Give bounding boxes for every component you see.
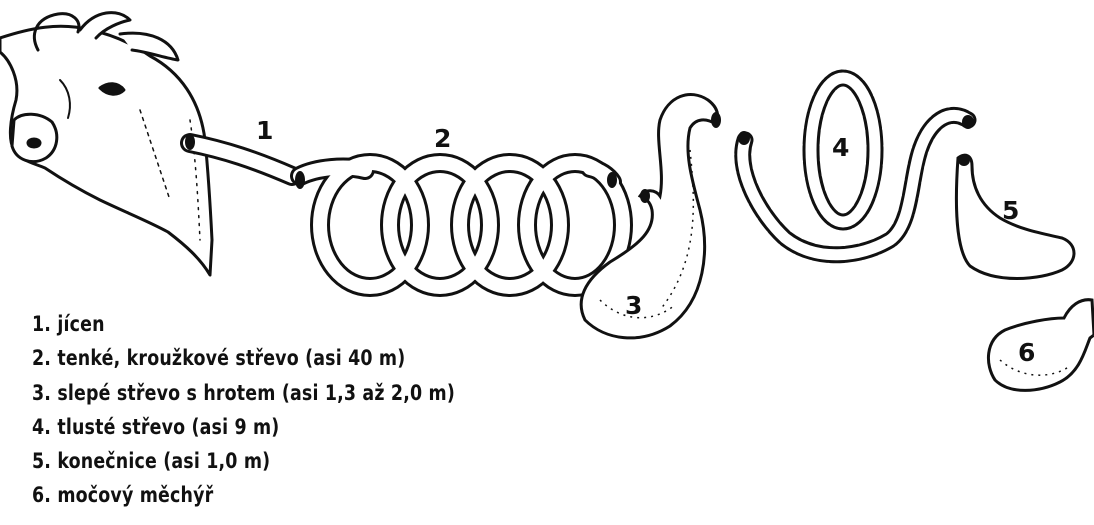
legend-item-2: 2. tenké, kroužkové střevo (asi 40 m) [32,341,455,375]
part-number-3: 3 [625,291,642,320]
legend-item-1: 1. jícen [32,307,455,341]
part-number-5: 5 [1002,196,1019,225]
part-number-4: 4 [832,133,849,162]
part-number-6: 6 [1018,338,1035,367]
legend-item-3: 3. slepé střevo s hrotem (asi 1,3 až 2,0… [32,376,455,410]
legend: 1. jícen 2. tenké, kroužkové střevo (asi… [32,307,542,513]
part-number-2: 2 [434,124,451,153]
legend-item-6: 6. močový měchýř [32,478,455,512]
legend-item-5: 5. konečnice (asi 1,0 m) [32,444,455,478]
cecum-drawing [581,94,717,337]
legend-item-4: 4. tlusté střevo (asi 9 m) [32,410,455,444]
small-intestine-coil-drawing [295,163,623,287]
part-number-1: 1 [256,116,273,145]
bladder-drawing [988,300,1094,391]
large-intestine-drawing [738,78,974,255]
